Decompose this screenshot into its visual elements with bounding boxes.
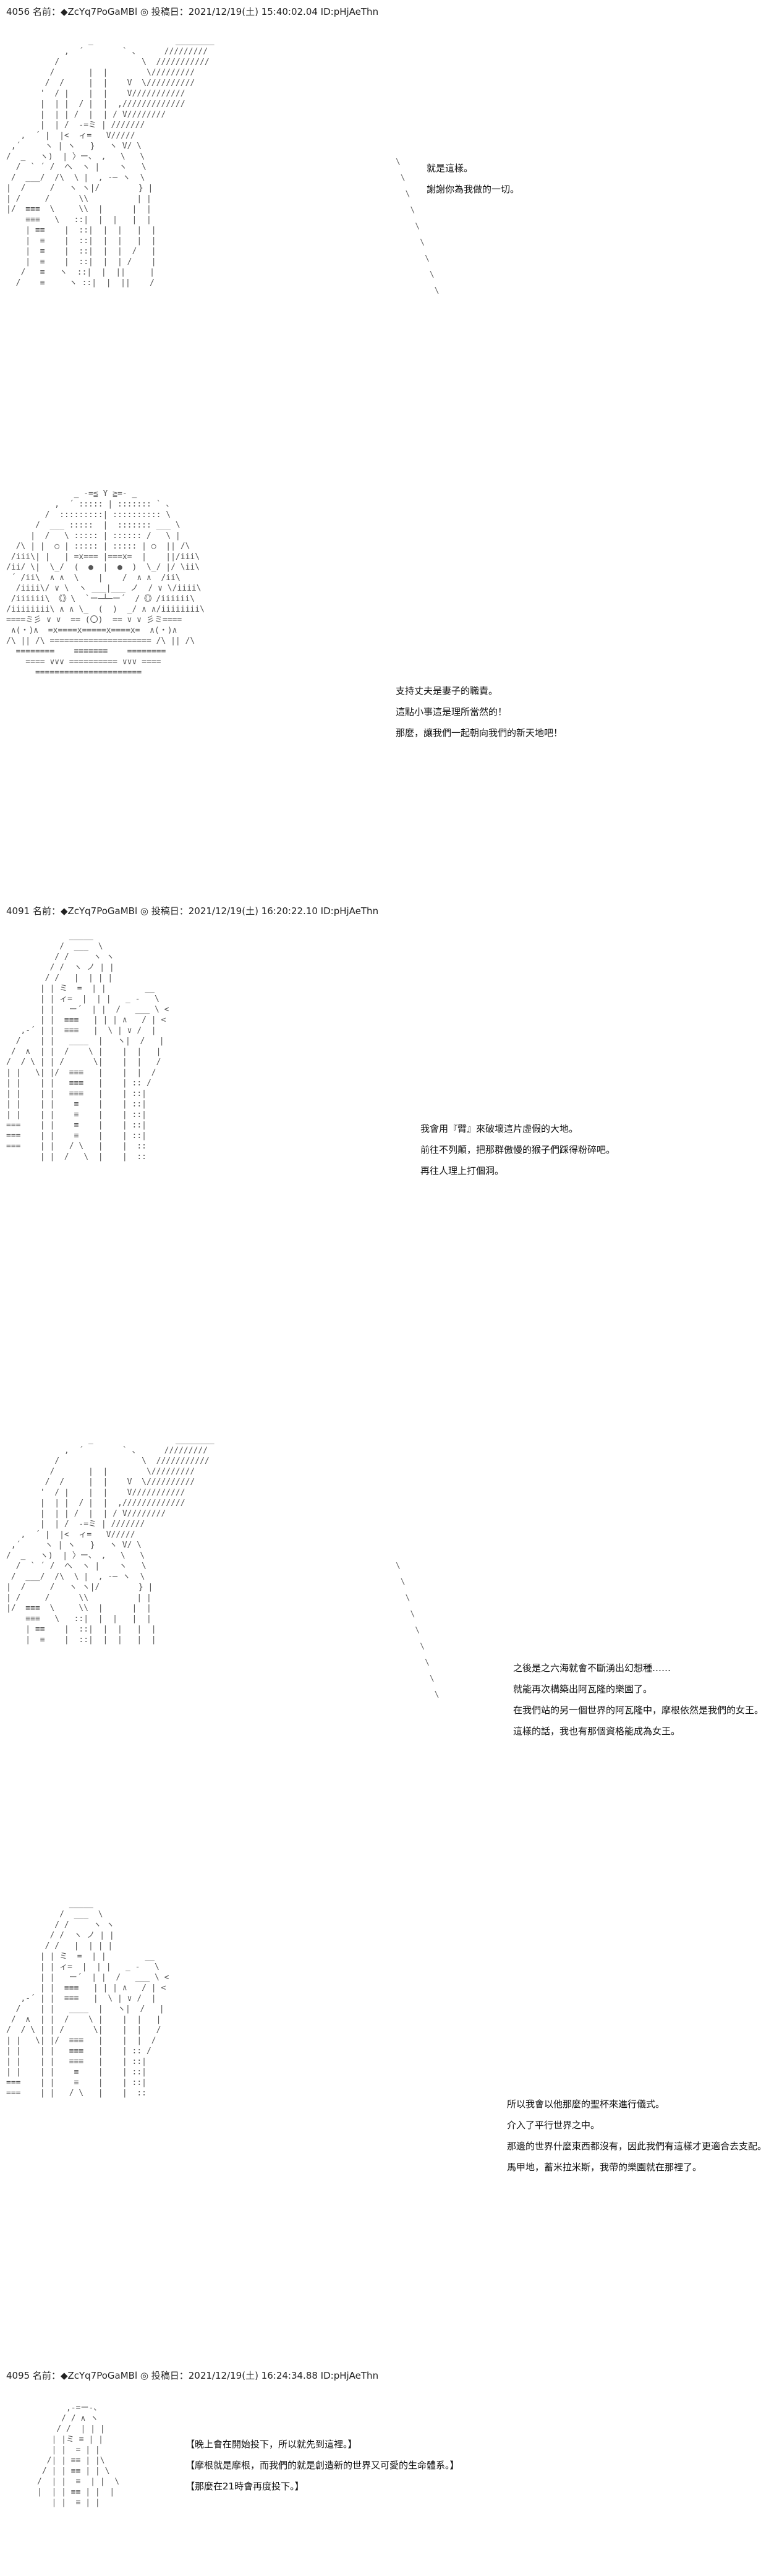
dialogue-line: 【摩根就是摩根，而我們的就是創造新的世界又可愛的生命體系。】 [185, 2460, 459, 2471]
dialogue-line: 在我們站的另一個世界的阿瓦隆中，摩根依然是我們的女王。 [513, 1705, 764, 1716]
dialogue-line: 那麼，讓我們一起朝向我們的新天地吧！ [396, 727, 563, 738]
dialogue-line: 那邊的世界什麼東西都沒有，因此我們有這樣才更適合去支配。 [507, 2141, 767, 2152]
ascii-art-panel: ,-=ー-、 / / ∧ ヽ / / | | | | |ミ ≡ | | | | … [37, 2403, 120, 2507]
ascii-art-panel: _____ / ___ \ / / ヽ ヽ / / ヽ ノ | | / / | … [6, 931, 169, 1162]
dialogue-line: 【那麼在21時會再度投下。】 [185, 2481, 304, 2492]
ascii-art-panel: _ ________ , ´ ` 、 ///////// / \ ///////… [6, 1436, 215, 1645]
ascii-decoration: \ \ \ \ \ \ \ \ \ [396, 1562, 440, 1700]
dialogue-line: 再往人理上打個洞。 [420, 1165, 504, 1176]
dialogue-block: 就是這樣。 謝謝你為我做的一切。 [427, 158, 519, 200]
dialogue-line: 這點小事這是理所當然的！ [396, 706, 508, 717]
dialogue-block: 所以我會以他那麼的聖杯來進行儀式。 介入了平行世界之中。 那邊的世界什麼東西都沒… [507, 2094, 767, 2178]
ascii-art-panel: _____ / ___ \ / / ヽ ヽ / / ヽ ノ | | / / | … [6, 1899, 169, 2098]
dialogue-line: 謝謝你為我做的一切。 [427, 184, 520, 195]
dialogue-line: 這樣的話，我也有那個資格能成為女王。 [513, 1726, 681, 1737]
dialogue-line: 之後是之六海就會不斷湧出幻想種…… [513, 1662, 671, 1674]
post-header: 4056 名前：◆ZcYq7PoGaMBl ◎ 投稿日：2021/12/19(土… [6, 6, 379, 17]
dialogue-line: 【晚上會在開始投下，所以就先到這裡。】 [185, 2439, 357, 2450]
dialogue-block: 之後是之六海就會不斷湧出幻想種…… 就能再次構築出阿瓦隆的樂園了。 在我們站的另… [513, 1658, 763, 1742]
dialogue-line: 支持丈夫是妻子的職責。 [396, 685, 498, 696]
dialogue-line: 就能再次構築出阿瓦隆的樂園了。 [513, 1684, 653, 1695]
post-header: 4091 名前：◆ZcYq7PoGaMBl ◎ 投稿日：2021/12/19(土… [6, 905, 379, 917]
dialogue-line: 前往不列顛，把那群傲慢的猴子們踩得粉碎吧。 [420, 1144, 616, 1155]
dialogue-block: 我會用『臂』來破壞這片虛假的大地。 前往不列顛，把那群傲慢的猴子們踩得粉碎吧。 … [420, 1118, 615, 1181]
ascii-art-panel: _ -=≦ Y ≧=- _ , ´ ::::: | ::::::: ` 、 / … [6, 489, 205, 677]
ascii-art-panel: _ ________ , ´ ` 、 ///////// / \ ///////… [6, 36, 215, 288]
dialogue-line: 我會用『臂』來破壞這片虛假的大地。 [420, 1123, 579, 1134]
dialogue-line: 就是這樣。 [427, 163, 474, 174]
dialogue-line: 所以我會以他那麼的聖杯來進行儀式。 [507, 2099, 665, 2110]
dialogue-line: 介入了平行世界之中。 [507, 2120, 600, 2131]
dialogue-block: 支持丈夫是妻子的職責。 這點小事這是理所當然的！ 那麼，讓我們一起朝向我們的新天… [396, 680, 563, 743]
dialogue-line: 馬甲地，蓄米拉米斯，我帶的樂園就在那裡了。 [507, 2162, 702, 2173]
post-header: 4095 名前：◆ZcYq7PoGaMBl ◎ 投稿日：2021/12/19(土… [6, 2370, 379, 2381]
dialogue-block: 【晚上會在開始投下，所以就先到這裡。】 【摩根就是摩根，而我們的就是創造新的世界… [185, 2434, 459, 2497]
ascii-decoration: \ \ \ \ \ \ \ \ \ [396, 158, 440, 296]
